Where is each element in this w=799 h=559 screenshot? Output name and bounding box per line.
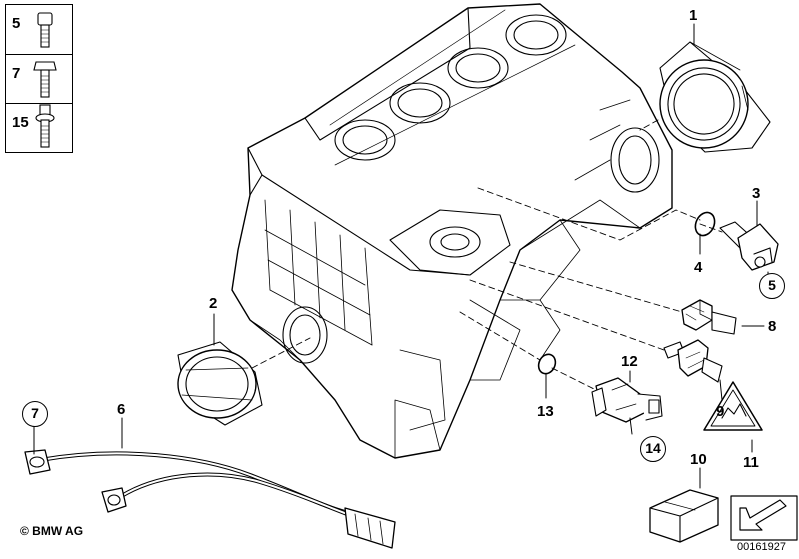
circled-callout-14: 14 (640, 436, 666, 462)
assembly-lines (251, 119, 723, 391)
legend-row-hex-bolt: 7 (6, 54, 72, 104)
legend-row-screw: 5 (6, 5, 72, 54)
callout-8: 8 (768, 318, 777, 335)
o-ring-small (537, 353, 557, 375)
box-part (649, 489, 719, 543)
legend-number: 5 (12, 15, 21, 32)
screw-icon (37, 12, 53, 48)
callout-9: 9 (716, 403, 725, 420)
callout-1: 1 (689, 7, 698, 24)
fastener-legend: 5 7 15 (5, 4, 73, 153)
solenoid-valve (591, 377, 663, 423)
crankshaft-position-sensor (719, 221, 779, 271)
callout-3: 3 (752, 185, 761, 202)
rear-crankshaft-seal (659, 41, 771, 153)
copyright-notice: © BMW AG (20, 524, 84, 538)
o-ring (694, 211, 716, 237)
callout-11: 11 (743, 454, 759, 471)
warning-label (703, 381, 763, 431)
circled-callout-5: 5 (759, 273, 785, 299)
callout-12: 12 (621, 353, 638, 370)
callout-2: 2 (209, 295, 218, 312)
front-crankshaft-seal (177, 341, 263, 426)
callout-10: 10 (690, 451, 707, 468)
callout-4: 4 (694, 259, 703, 276)
temperature-sender (663, 339, 723, 383)
document-number: 00161927 (737, 541, 786, 553)
callout-13: 13 (537, 403, 554, 420)
collar-bolt-icon (35, 104, 55, 148)
legend-icons (33, 12, 57, 148)
engine-block (231, 3, 673, 459)
legend-number: 7 (12, 65, 21, 82)
leader-lines (33, 23, 769, 489)
legend-row-collar-bolt: 15 (6, 103, 72, 153)
legend-number: 15 (12, 114, 29, 131)
oil-pressure-switch (681, 299, 737, 335)
circled-callout-7: 7 (22, 401, 48, 427)
knock-sensor-harness (24, 449, 396, 549)
orientation-arrow-icon (730, 495, 798, 541)
hex-bolt-icon (33, 61, 57, 98)
callout-6: 6 (117, 401, 126, 418)
